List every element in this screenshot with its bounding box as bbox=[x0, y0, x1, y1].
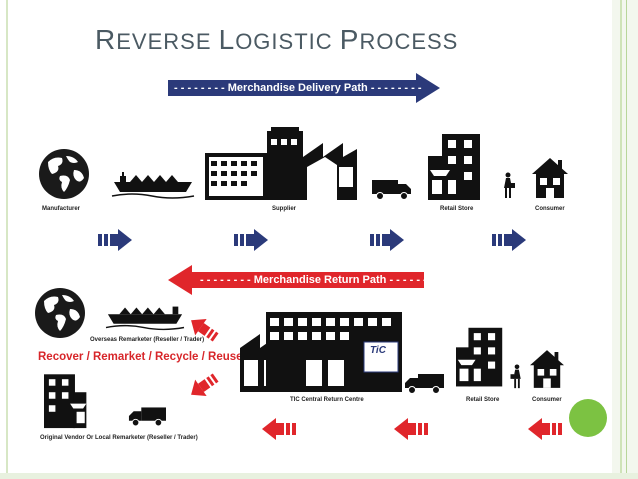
recover-remarket-text: Recover / Remarket / Recycle / Reuse bbox=[38, 351, 243, 363]
store-icon bbox=[428, 134, 480, 200]
truck-icon bbox=[372, 180, 411, 200]
arrow-left-icon bbox=[394, 418, 428, 440]
slide-bottom-border bbox=[0, 473, 638, 479]
truck-icon bbox=[405, 374, 444, 394]
factory-icon bbox=[205, 127, 357, 200]
tic-logo: TiC bbox=[370, 345, 386, 356]
store-icon bbox=[456, 327, 503, 387]
globe-icon bbox=[35, 288, 85, 338]
arrow-right-icon bbox=[234, 229, 268, 251]
ship-icon bbox=[111, 172, 195, 199]
stage-label-supplier: Supplier bbox=[272, 206, 297, 212]
stage-label-consumer: Consumer bbox=[535, 206, 565, 212]
shopper-icon bbox=[504, 172, 515, 198]
arrow-right-icon bbox=[370, 229, 404, 251]
delivery-path-label: - - - - - - - - Merchandise Delivery Pat… bbox=[174, 82, 422, 94]
arrow-left-icon bbox=[262, 418, 296, 440]
house-icon bbox=[532, 158, 568, 198]
arrow-right-icon bbox=[492, 229, 526, 251]
return-retail-store-label: Retail Store bbox=[466, 397, 500, 403]
arrow-left-icon bbox=[191, 373, 219, 397]
shopper-icon bbox=[510, 364, 521, 389]
house-icon bbox=[530, 350, 564, 388]
store-icon bbox=[44, 374, 87, 429]
slide-left-border bbox=[6, 0, 8, 479]
return-path-label: - - - - - - - - Merchandise Return Path … bbox=[200, 274, 441, 286]
arrow-left-icon bbox=[191, 318, 219, 342]
delivery-path-arrow bbox=[168, 73, 440, 103]
return-consumer-label: Consumer bbox=[532, 397, 562, 403]
central-return-centre-label: TIC Central Return Centre bbox=[290, 397, 364, 403]
arrow-right-icon bbox=[98, 229, 132, 251]
truck-icon bbox=[128, 407, 166, 427]
slide-title: REVERSE LOGISTIC PROCESS bbox=[95, 24, 459, 55]
stage-label-manufacturer: Manufacturer bbox=[42, 206, 81, 212]
ship-icon bbox=[105, 306, 185, 331]
return-path-arrow bbox=[168, 265, 424, 295]
overseas-remarketer-label: Overseas Remarketer (Reseller / Trader) bbox=[90, 337, 205, 343]
local-remarketer-label: Original Vendor Or Local Remarketer (Res… bbox=[40, 435, 198, 441]
return-centre-building-icon bbox=[240, 312, 402, 392]
slide-right-border bbox=[612, 0, 638, 479]
green-dot-marker bbox=[569, 399, 607, 437]
arrow-left-icon bbox=[528, 418, 562, 440]
globe-icon bbox=[39, 149, 89, 199]
stage-label-retail-store: Retail Store bbox=[440, 206, 474, 212]
